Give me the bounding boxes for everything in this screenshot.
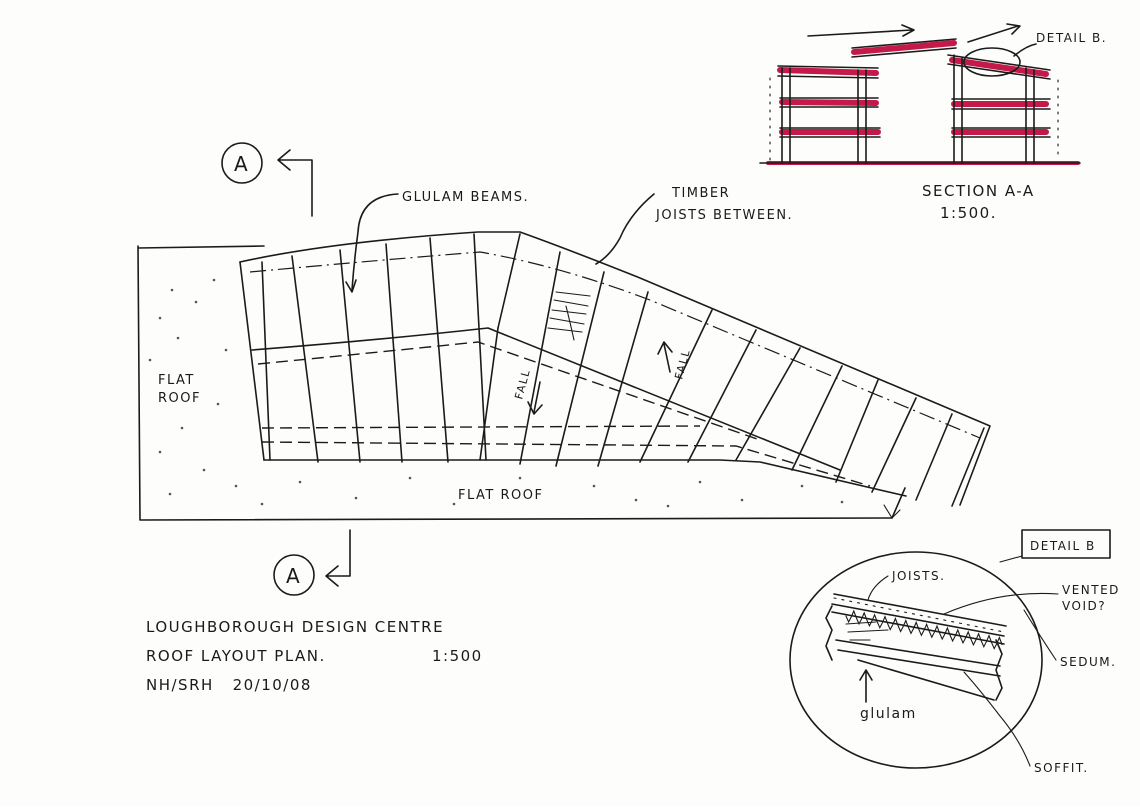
detail-vented-label-2: VOID? <box>1062 599 1106 613</box>
glulam-beams-group <box>261 233 985 507</box>
glulam-beam <box>597 291 649 467</box>
detail-vented-label-1: VENTED <box>1062 583 1120 597</box>
glulam-beam <box>915 413 953 501</box>
stipple <box>148 278 844 508</box>
glulam-beam <box>735 347 801 461</box>
timber-joists <box>547 291 591 341</box>
glulam-beam <box>555 271 605 467</box>
section-scale: 1:500. <box>940 204 997 222</box>
glulam-beam <box>261 261 271 461</box>
glulam-beam <box>291 255 319 463</box>
glulam-beam <box>835 379 879 483</box>
glulam-beam <box>871 397 917 493</box>
section-a-a: DETAIL B. SECTION A-A 1:500. <box>759 23 1107 222</box>
insulation-zigzag-line <box>845 609 1003 650</box>
title-line-2: ROOF LAYOUT PLAN. <box>146 647 326 665</box>
detail-joists-label: JOISTS. <box>891 569 945 583</box>
insulation-zigzag <box>845 609 1003 650</box>
glulam-beam <box>473 233 487 461</box>
flat-roof-left-label-2: ROOF <box>158 391 201 406</box>
timber-label-2: JOISTS BETWEEN. <box>655 208 793 223</box>
detail-b-tag: DETAIL B <box>1030 539 1096 553</box>
glulam-beam <box>951 427 985 507</box>
glulam-beam <box>791 365 843 471</box>
fall-right-label: FALL <box>672 347 693 380</box>
title-line-3: NH/SRH 20/10/08 <box>146 676 312 694</box>
detail-soffit-label: SOFFIT. <box>1034 761 1089 775</box>
section-marker-top-letter: A <box>234 152 249 176</box>
glulam-beam <box>385 243 403 463</box>
detail-b-label: DETAIL B. <box>1036 31 1107 45</box>
glulam-beam <box>497 233 521 329</box>
title-block: LOUGHBOROUGH DESIGN CENTRE ROOF LAYOUT P… <box>146 618 483 694</box>
roof-plan: FALL FALL FLAT ROOF FLAT ROOF GLULAM BEA… <box>137 186 991 521</box>
glulam-beam <box>687 329 757 463</box>
glulam-beam <box>519 251 561 465</box>
section-marker-bottom: A <box>273 529 351 596</box>
section-marker-bottom-letter: A <box>286 564 301 588</box>
fall-left-label: FALL <box>512 367 533 400</box>
timber-label-1: TIMBER <box>671 186 730 201</box>
glulam-beam <box>339 249 361 463</box>
flat-roof-bottom-label: FLAT ROOF <box>458 488 543 503</box>
glulam-beam <box>429 237 449 463</box>
title-scale: 1:500 <box>432 647 483 665</box>
detail-b: DETAIL B JOISTS. VENTED VOID? SEDUM. glu… <box>789 529 1120 775</box>
glulam-beams-label: GLULAM BEAMS. <box>402 190 529 205</box>
glulam-beam <box>479 327 499 461</box>
section-title: SECTION A-A <box>922 182 1035 200</box>
detail-sedum-label: SEDUM. <box>1060 655 1116 669</box>
title-line-1: LOUGHBOROUGH DESIGN CENTRE <box>146 618 444 636</box>
glulam-beam <box>639 309 713 463</box>
detail-glulam-label: glulam <box>860 706 917 722</box>
flat-roof-left-label-1: FLAT <box>158 373 195 388</box>
section-marker-top: A <box>221 142 313 217</box>
